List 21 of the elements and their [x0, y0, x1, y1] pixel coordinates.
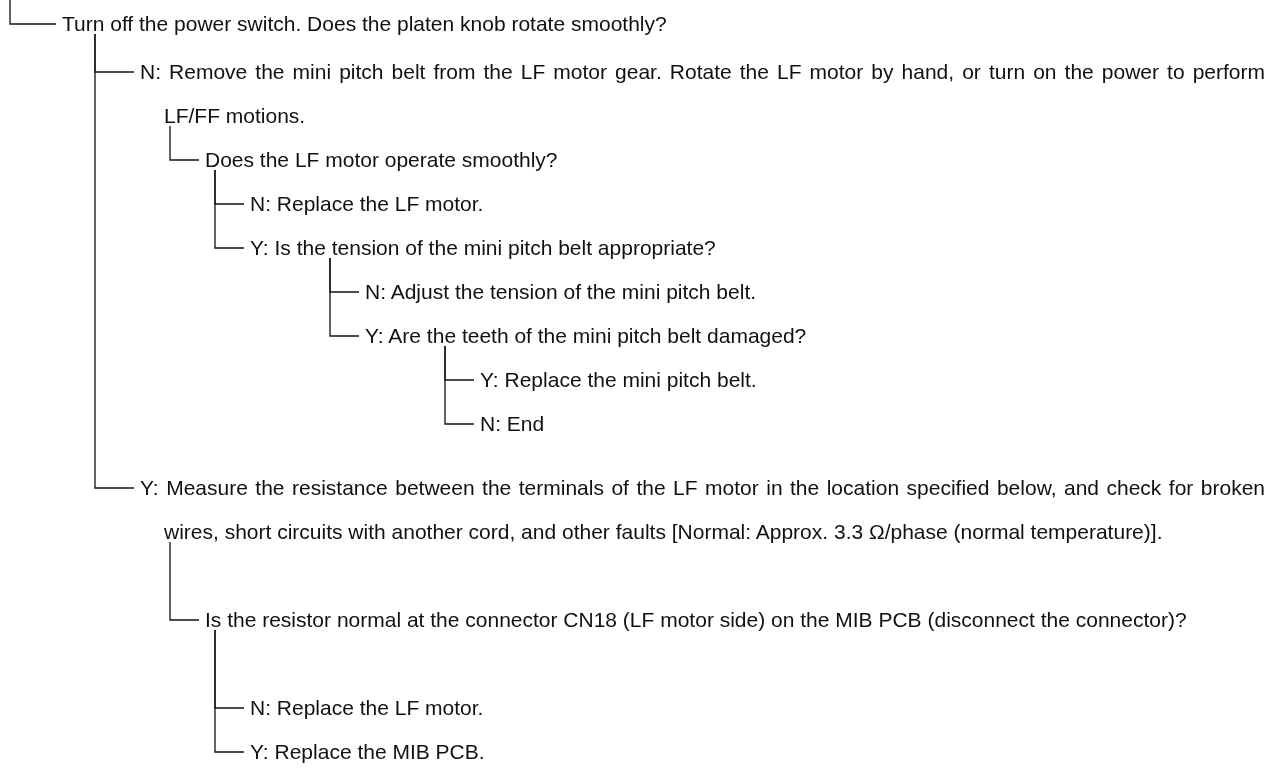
connector-line — [169, 125, 200, 161]
step-text: Y: Measure the resistance between the terminals of the LF motor in the location specified below, and check for broken wires, short circuits with another cord, and other faults [Normal: Approx. 3.3 Ω/phase (normal temperature)]. — [140, 466, 1265, 554]
step-text: N: Remove the mini pitch belt from the LF motor gear. Rotate the LF motor by hand, or turn on the power to perform LF/FF motions. — [140, 50, 1265, 138]
connector-line — [329, 257, 360, 337]
step-text: N: Adjust the tension of the mini pitch belt. — [365, 270, 757, 314]
connector-line — [214, 629, 245, 753]
connector-line — [444, 345, 475, 425]
step-text: Does the LF motor operate smoothly? — [205, 138, 558, 182]
step-text: Y: Are the teeth of the mini pitch belt damaged? — [365, 314, 807, 358]
step-text: Y: Replace the mini pitch belt. — [480, 358, 757, 402]
step-text: Turn off the power switch. Does the platen knob rotate smoothly? — [62, 2, 667, 46]
step-text: Is the resistor normal at the connector CN18 (LF motor side) on the MIB PCB (disconnect the connector)? — [205, 598, 1265, 642]
step-text: Y: Replace the MIB PCB. — [250, 730, 485, 774]
step-text: Y: Is the tension of the mini pitch belt appropriate? — [250, 226, 716, 270]
connector-line — [9, 0, 57, 25]
step-text: N: Replace the LF motor. — [250, 182, 484, 226]
connector-line — [94, 33, 135, 489]
connector-line — [169, 541, 200, 621]
step-text: N: Replace the LF motor. — [250, 686, 484, 730]
step-text: N: End — [480, 402, 545, 446]
connector-line — [214, 169, 245, 249]
